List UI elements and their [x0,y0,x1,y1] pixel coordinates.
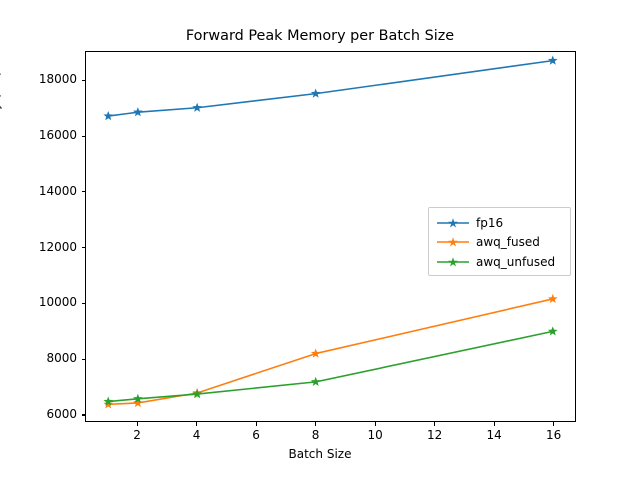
x-tick-mark [315,422,317,426]
y-tick-mark [81,135,85,137]
y-tick-label: 14000 [38,183,77,198]
x-tick-label: 10 [367,428,383,442]
x-tick-mark [434,422,436,426]
x-tick-label: 14 [486,428,502,442]
y-tick-mark [81,79,85,81]
series-line-awq_unfused [107,330,554,403]
data-point-marker [310,348,321,358]
data-point-marker [310,376,321,386]
data-point-marker [547,293,558,304]
y-tick-label: 10000 [38,295,77,310]
x-tick-mark [136,422,138,426]
data-point-marker [192,389,202,399]
series-awq_fused [103,293,558,409]
series-line-awq_fused [107,298,554,406]
y-tick-mark [81,358,85,360]
y-tick-mark [81,191,85,193]
x-tick-mark [553,422,555,426]
series-fp16 [103,55,558,121]
x-tick-label: 16 [546,428,562,442]
x-tick-mark [196,422,198,426]
x-tick-label: 12 [427,428,443,442]
legend-item-awq-unfused: awq_unfused [429,252,570,272]
y-tick-label: 16000 [38,128,77,143]
plot-area [103,55,558,409]
y-tick-label: 18000 [38,72,77,87]
y-tick-label: 8000 [46,351,77,366]
legend-item-awq-fused: awq_fused [429,233,570,253]
chart-legend: fp16 awq_fused awq_unfused [428,207,571,276]
data-point-marker [310,88,321,98]
chart-title: Forward Peak Memory per Batch Size [185,28,455,44]
legend-swatch-awq-fused [436,236,470,248]
x-axis-label: Batch Size [288,447,352,461]
legend-swatch-fp16 [436,217,470,229]
x-tick-label: 6 [252,428,260,442]
y-tick-mark [81,247,85,249]
x-tick-label: 2 [133,428,141,442]
data-point-marker [547,55,558,65]
legend-swatch-awq-unfused [436,256,470,268]
data-point-marker [133,397,143,408]
y-axis-label: Forward Peak Memory (MB) [0,71,2,236]
x-tick-mark [493,422,495,426]
y-tick-label: 12000 [38,239,77,254]
y-tick-mark [81,302,85,304]
data-point-marker [133,393,143,403]
data-point-marker [103,399,114,409]
data-point-marker [133,107,143,117]
y-tick-label: 6000 [46,407,77,422]
data-point-marker [192,102,202,112]
data-point-marker [103,396,114,406]
series-awq_unfused [103,326,558,406]
x-tick-mark [255,422,257,426]
data-point-marker [547,326,558,336]
data-point-marker [103,111,114,121]
x-tick-label: 8 [311,428,320,442]
legend-item-fp16: fp16 [429,213,570,233]
y-tick-mark [81,414,85,416]
legend-label-fp16: fp16 [476,215,504,230]
legend-label-awq-unfused: awq_unfused [476,254,556,269]
x-tick-label: 4 [192,428,201,442]
legend-label-awq-fused: awq_fused [476,235,540,250]
x-tick-mark [374,422,376,426]
series-line-fp16 [107,59,554,117]
